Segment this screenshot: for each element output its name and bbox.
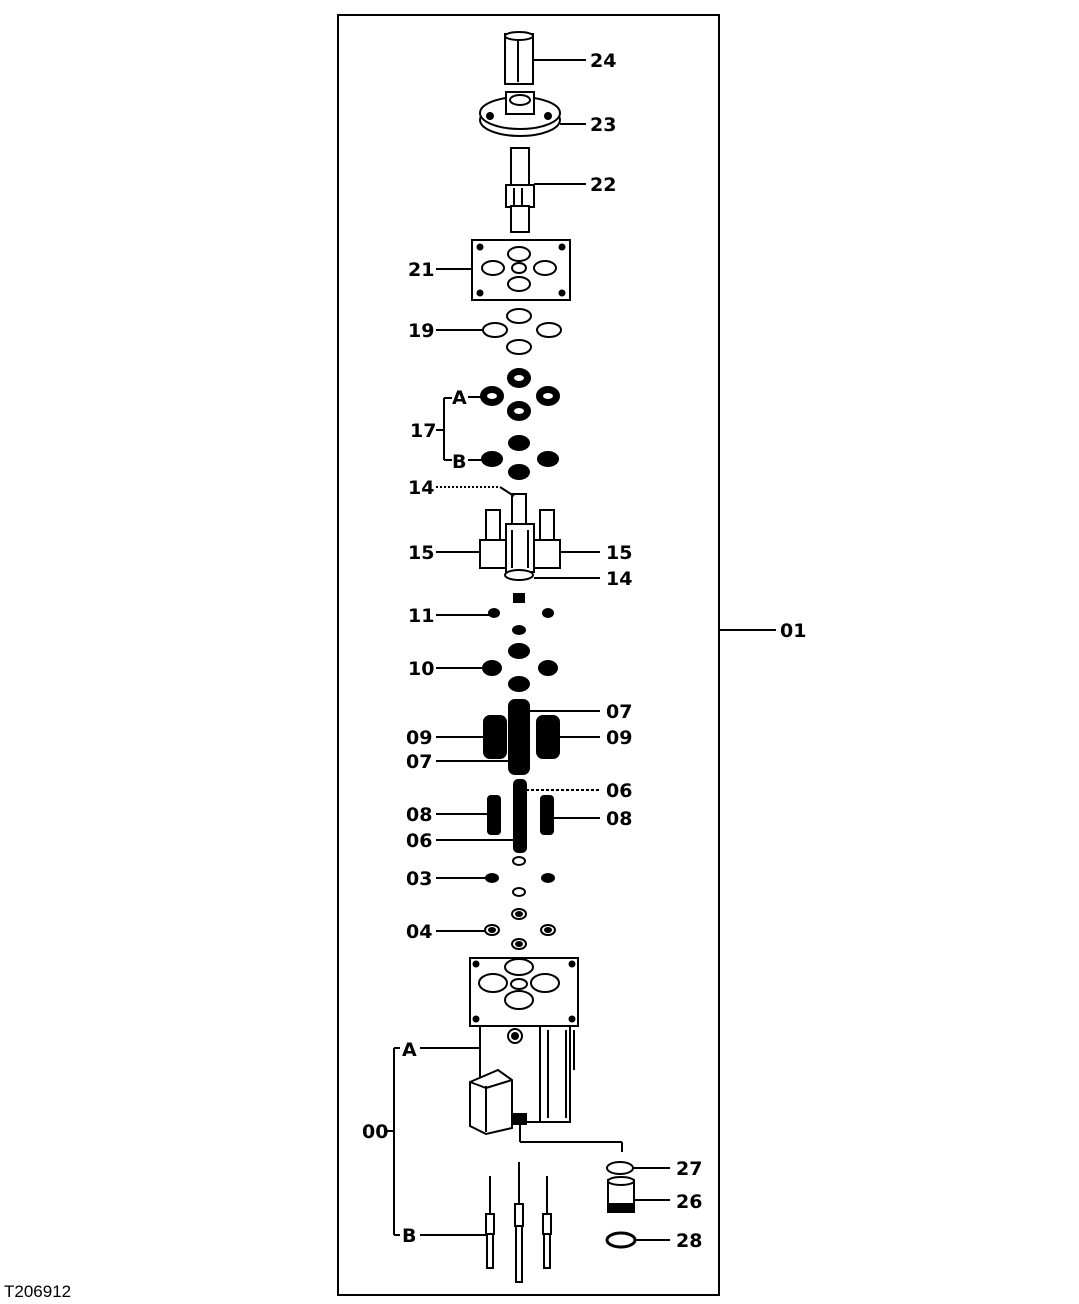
label-26: 26 bbox=[676, 1191, 702, 1213]
label-08-right: 08 bbox=[606, 808, 632, 830]
label-27: 27 bbox=[676, 1158, 702, 1180]
callout-labels: 24 23 22 21 19 A 17 B 14 15 15 14 11 10 … bbox=[362, 50, 806, 1252]
label-07-left: 07 bbox=[406, 751, 432, 773]
part-04-spools bbox=[436, 908, 556, 950]
figure-id: T206912 bbox=[4, 1282, 72, 1301]
label-28: 28 bbox=[676, 1230, 702, 1252]
part-27-26-28-plug bbox=[605, 1161, 670, 1249]
label-14-bottom: 14 bbox=[606, 568, 632, 590]
part-21-top-plate bbox=[436, 239, 571, 301]
bracket-17 bbox=[436, 397, 452, 461]
label-03: 03 bbox=[406, 868, 432, 890]
label-06-top: 06 bbox=[606, 780, 632, 802]
label-07-top: 07 bbox=[606, 701, 632, 723]
label-17b: B bbox=[452, 451, 466, 473]
part-07-09-springs bbox=[436, 699, 600, 775]
part-10-spring-seats bbox=[436, 643, 558, 692]
label-11: 11 bbox=[408, 605, 434, 627]
label-24: 24 bbox=[590, 50, 616, 72]
label-08-left: 08 bbox=[406, 804, 432, 826]
label-17a: A bbox=[452, 387, 467, 409]
label-15-left: 15 bbox=[408, 542, 434, 564]
label-21: 21 bbox=[408, 259, 434, 281]
part-24-sleeve bbox=[504, 31, 586, 85]
label-01: 01 bbox=[780, 620, 806, 642]
label-00: 00 bbox=[362, 1121, 388, 1143]
label-00a: A bbox=[402, 1039, 417, 1061]
part-22-rod bbox=[505, 147, 586, 233]
diagram-frame bbox=[337, 14, 720, 1296]
part-19-o-rings bbox=[436, 308, 562, 355]
label-22: 22 bbox=[590, 174, 616, 196]
label-23: 23 bbox=[590, 114, 616, 136]
label-19: 19 bbox=[408, 320, 434, 342]
part-00b-spools bbox=[420, 1162, 552, 1283]
label-09-right: 09 bbox=[606, 727, 632, 749]
label-15-right: 15 bbox=[606, 542, 632, 564]
part-06-08-springs bbox=[436, 779, 600, 853]
part-23-plate bbox=[479, 91, 586, 137]
part-03-shims bbox=[436, 856, 555, 897]
part-17b-seals bbox=[468, 435, 559, 480]
label-04: 04 bbox=[406, 921, 432, 943]
label-09-left: 09 bbox=[406, 727, 432, 749]
label-06-left: 06 bbox=[406, 830, 432, 852]
part-17a-seals bbox=[468, 368, 560, 421]
part-11-small-parts bbox=[436, 593, 554, 635]
bracket-00 bbox=[386, 1047, 400, 1236]
part-00a-casing bbox=[420, 957, 623, 1152]
label-17: 17 bbox=[410, 420, 436, 442]
part-14-15-pushers bbox=[436, 486, 600, 581]
label-14-top: 14 bbox=[408, 477, 434, 499]
label-00b: B bbox=[402, 1225, 416, 1247]
label-10: 10 bbox=[408, 658, 434, 680]
